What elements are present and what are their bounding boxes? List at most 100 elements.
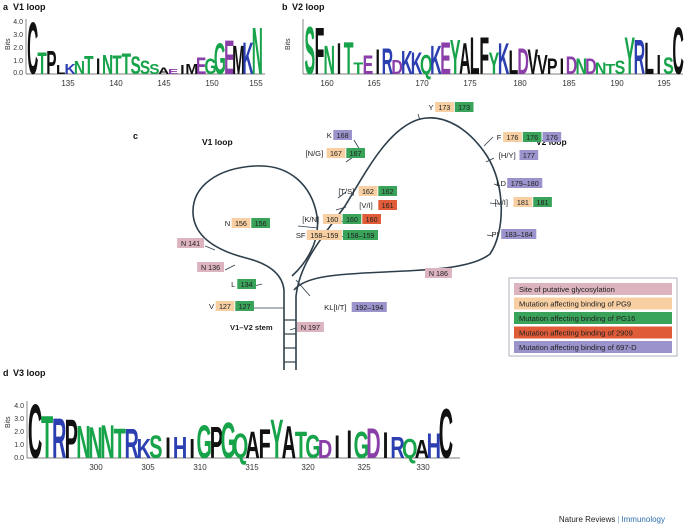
logo-letter: P bbox=[65, 407, 78, 470]
site-n197: N 197 bbox=[297, 322, 324, 332]
site-box-label: 158–159 bbox=[310, 231, 338, 240]
v2-loop-path bbox=[293, 117, 503, 297]
logo-letter: P bbox=[547, 56, 558, 80]
logo-letter: D bbox=[585, 56, 597, 80]
site-residue-label: Y bbox=[429, 103, 434, 112]
xtick: 145 bbox=[157, 79, 171, 88]
site-box-label: 181 bbox=[537, 198, 549, 207]
logo-letter: L bbox=[470, 27, 480, 87]
logo-letter: K bbox=[137, 434, 152, 465]
legend-swatch bbox=[514, 312, 672, 324]
logo-letter: I bbox=[657, 48, 661, 80]
site-kl192: KL[I/T]192–194 bbox=[324, 302, 387, 312]
legend-label: Site of putative glycosylation bbox=[519, 285, 615, 294]
site-box bbox=[435, 102, 454, 112]
site-box bbox=[542, 132, 562, 142]
logo-letter: A bbox=[415, 434, 430, 463]
publisher-name: Nature Reviews bbox=[558, 515, 616, 524]
logo-letter: C bbox=[28, 388, 42, 474]
ytick: 1.0 bbox=[14, 442, 24, 449]
xtick: 155 bbox=[249, 79, 263, 88]
ytick: 4.0 bbox=[14, 403, 24, 410]
legend-swatch bbox=[514, 283, 672, 295]
site-residue-label: K bbox=[327, 131, 332, 140]
logo-letter: T bbox=[84, 51, 93, 80]
site-box bbox=[346, 148, 365, 158]
panel-a-title: V1 loop bbox=[13, 2, 46, 12]
panel-d-xticks: 300 305 310 315 320 325 330 bbox=[89, 463, 430, 472]
logo-letter: G bbox=[354, 424, 369, 467]
site-box-label: N 186 bbox=[429, 269, 448, 278]
logo-letter: F bbox=[479, 27, 489, 87]
site-box-label: 160 bbox=[326, 215, 338, 224]
site-residue-label: [K/N] bbox=[302, 215, 319, 224]
legend-label: Mutation affecting binding of 697-D bbox=[519, 343, 637, 352]
panel-a-ylabel: Bits bbox=[5, 38, 12, 50]
site-box bbox=[501, 229, 537, 239]
logo-letter: T bbox=[37, 47, 46, 81]
legend-swatch bbox=[514, 297, 672, 310]
panel-b-letter: b bbox=[282, 2, 288, 12]
logo-letter: A bbox=[282, 416, 296, 468]
xtick: 195 bbox=[657, 79, 671, 88]
site-box bbox=[237, 279, 256, 289]
logo-letter: S bbox=[305, 13, 316, 89]
loop-structure-outline bbox=[192, 117, 503, 370]
logo-letter: F bbox=[315, 15, 325, 89]
xtick: 180 bbox=[513, 79, 527, 88]
xtick: 140 bbox=[109, 79, 123, 88]
xtick: 325 bbox=[357, 463, 371, 472]
site-box-label: 127 bbox=[219, 302, 231, 311]
logo-letter: N bbox=[575, 56, 587, 80]
site-box bbox=[351, 302, 387, 312]
xtick: 320 bbox=[301, 463, 315, 472]
site-box-label: 183–184 bbox=[505, 230, 533, 239]
logo-letter: R bbox=[125, 421, 139, 467]
logo-letter: I bbox=[560, 56, 564, 80]
logo-letter: K bbox=[401, 43, 413, 81]
site-box bbox=[322, 214, 342, 224]
site-residue-label: SF bbox=[296, 231, 306, 240]
site-box-label: 173 bbox=[438, 103, 450, 112]
site-box-label: N 136 bbox=[201, 263, 220, 272]
xtick: 185 bbox=[562, 79, 576, 88]
site-box-label: 173 bbox=[458, 103, 470, 112]
site-box bbox=[533, 197, 552, 207]
logo-letter: T bbox=[344, 34, 354, 85]
xtick: 310 bbox=[193, 463, 207, 472]
v1-v2-stem-label: V1–V2 stem bbox=[230, 323, 273, 332]
logo-letter: Q bbox=[420, 48, 432, 80]
logo-letter: H bbox=[427, 427, 441, 466]
logo-letter: S bbox=[149, 429, 162, 465]
logo-letter: S bbox=[149, 61, 159, 78]
site-box-label: 167 bbox=[350, 149, 362, 158]
site-n141: N 141 bbox=[177, 238, 204, 248]
logo-letter: I bbox=[180, 63, 184, 78]
logo-letter: S bbox=[615, 57, 626, 79]
site-box-label: 176 bbox=[526, 133, 538, 142]
logo-letter: T bbox=[295, 424, 307, 467]
site-hy177: [H/Y]177 bbox=[499, 150, 539, 160]
site-box bbox=[378, 186, 397, 196]
logo-letter: I bbox=[334, 429, 340, 465]
logo-letter: T bbox=[41, 406, 53, 472]
logo-letter: K bbox=[65, 61, 76, 78]
site-n136: N 136 bbox=[197, 262, 224, 272]
site-box bbox=[519, 150, 539, 160]
logo-letter: E bbox=[224, 31, 234, 85]
site-box-label: 179–180 bbox=[511, 179, 539, 188]
logo-letter: Q bbox=[402, 434, 417, 465]
site-box bbox=[503, 132, 522, 142]
logo-letter: I bbox=[347, 421, 353, 467]
logo-letter: N bbox=[76, 416, 90, 468]
site-box-label: 162 bbox=[382, 187, 394, 196]
logo-letter: N bbox=[252, 15, 263, 89]
logo-letter: E bbox=[168, 67, 178, 76]
logo-letter: T bbox=[114, 421, 126, 468]
logo-letter: N bbox=[595, 60, 607, 78]
